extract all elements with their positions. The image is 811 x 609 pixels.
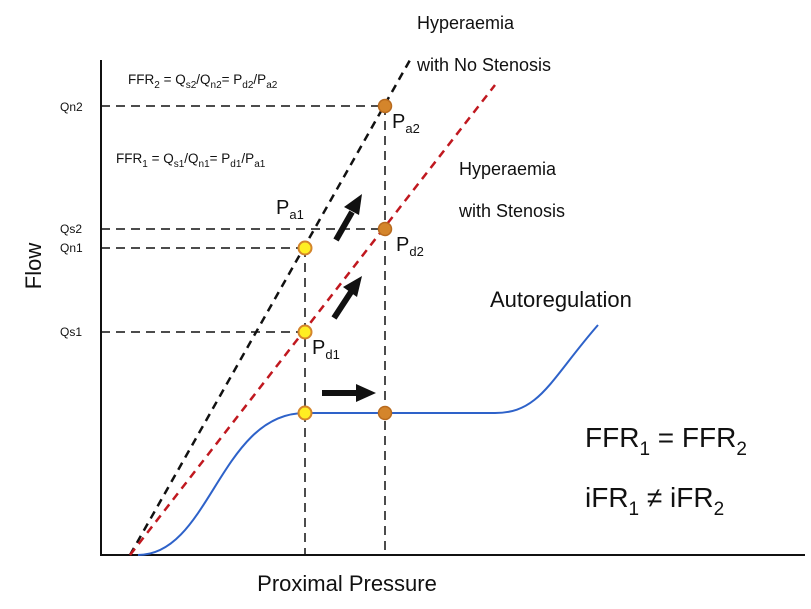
arrow-up-upper [333, 194, 362, 242]
equation-ffr2: FFR2 = Qs2/Qn2= Pd2/Pa2 [128, 72, 278, 91]
equation-ffr1: FFR1 = Qs1/Qn1= Pd1/Pa1 [116, 151, 266, 170]
arrow-right [322, 384, 376, 402]
x-axis-label: Proximal Pressure [257, 571, 437, 596]
label-pd2: Pd2 [396, 234, 424, 259]
label-stenosis-line1: Hyperaemia [459, 159, 557, 179]
point-baseline-2 [377, 405, 393, 421]
label-pa2: Pa2 [392, 111, 420, 136]
relation-ifr: iFR1 ≠ iFR2 [585, 482, 724, 520]
y-axis-label: Flow [21, 243, 46, 290]
label-stenosis-line2: with Stenosis [458, 201, 565, 221]
arrow-up-lower [331, 276, 362, 320]
label-pd1: Pd1 [312, 337, 340, 362]
tick-label-qn2: Qn2 [60, 100, 83, 114]
autoregulation-curve [137, 324, 599, 556]
tick-label-qs1: Qs1 [60, 325, 82, 339]
label-pa1: Pa1 [276, 197, 304, 222]
tick-label-qn1: Qn1 [60, 241, 83, 255]
relation-ffr: FFR1 = FFR2 [585, 422, 747, 460]
point-pa1 [297, 240, 313, 256]
point-pa2 [377, 98, 393, 114]
label-autoregulation: Autoregulation [490, 287, 632, 312]
stenosis-line [129, 84, 496, 556]
label-no-stenosis-line2: with No Stenosis [416, 55, 551, 75]
label-no-stenosis-line1: Hyperaemia [417, 13, 515, 33]
tick-label-qs2: Qs2 [60, 222, 82, 236]
point-baseline-1 [297, 405, 313, 421]
no-stenosis-line [128, 59, 412, 556]
point-pd1 [297, 324, 313, 340]
point-pd2 [377, 221, 393, 237]
